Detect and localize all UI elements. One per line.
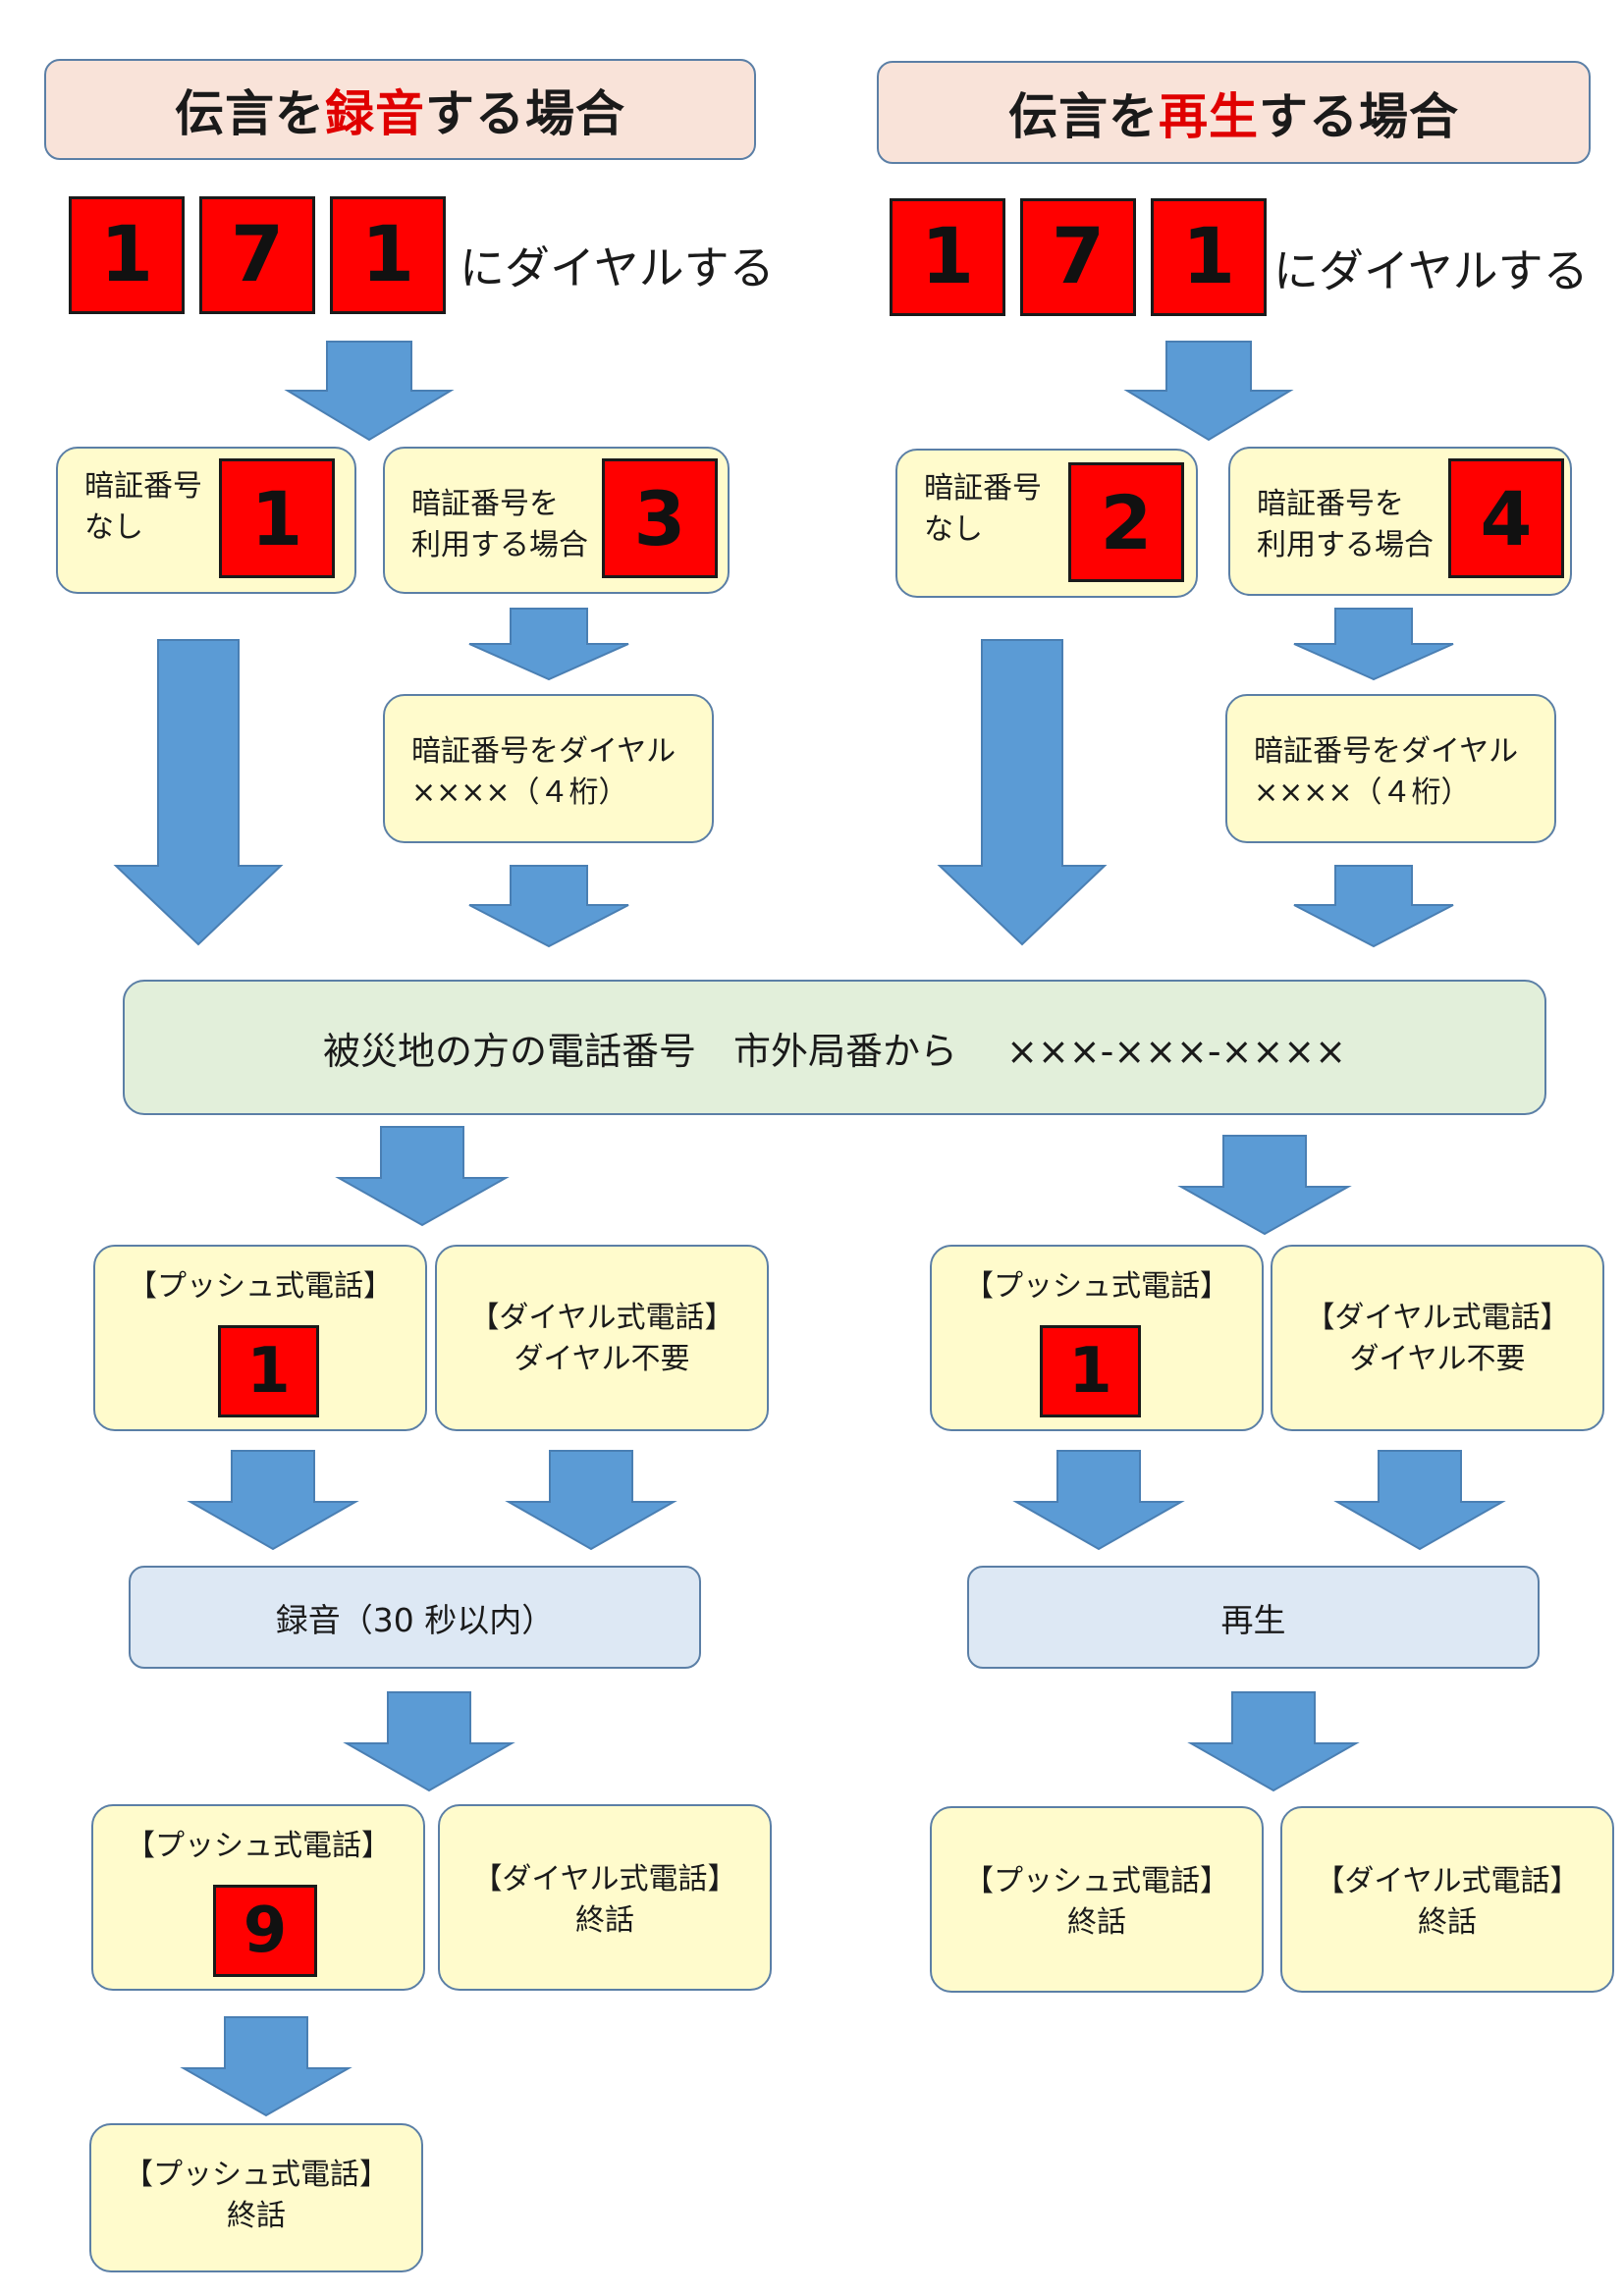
record-pin-label-1: 暗証番号を	[411, 487, 559, 521]
record-pin-dial-label-2: ××××（４桁）	[411, 775, 628, 810]
record-no-pin-label-1: 暗証番号	[84, 469, 202, 504]
arrow-down-icon	[468, 608, 629, 681]
playback-pin-key: 4	[1448, 458, 1564, 578]
playback-rotary-label-2: ダイヤル不要	[1349, 1342, 1526, 1376]
playback-push-key: 1	[1040, 1325, 1141, 1417]
record-title-highlight: 録音	[325, 84, 425, 142]
playback-end-rotary-label-2: 終話	[1418, 1905, 1477, 1940]
playback-rotary-label-1: 【ダイヤル式電話】	[1305, 1301, 1570, 1335]
arrow-down-icon	[1333, 1450, 1506, 1551]
arrow-down-icon	[505, 1450, 677, 1551]
playback-action-box: 再生	[967, 1566, 1540, 1669]
playback-dial-digit-3: 1	[1151, 198, 1267, 316]
arrow-down-icon	[937, 639, 1108, 946]
record-push-box: 【プッシュ式電話】 1	[93, 1245, 427, 1431]
playback-end-rotary-box: 【ダイヤル式電話】 終話	[1280, 1806, 1614, 1993]
arrow-down-icon	[1293, 865, 1454, 948]
record-title-post: する場合	[425, 84, 625, 142]
arrow-down-icon	[1177, 1135, 1352, 1236]
playback-end-rotary-label-1: 【ダイヤル式電話】	[1315, 1864, 1580, 1898]
record-final-push-label-1: 【プッシュ式電話】	[124, 2158, 389, 2192]
playback-end-push-label-1: 【プッシュ式電話】	[964, 1864, 1229, 1898]
playback-end-push-box: 【プッシュ式電話】 終話	[930, 1806, 1264, 1993]
record-title: 伝言を録音する場合	[44, 59, 756, 160]
record-end-rotary-box: 【ダイヤル式電話】 終話	[438, 1804, 772, 1991]
playback-title: 伝言を再生する場合	[877, 61, 1591, 164]
arrow-down-icon	[1187, 1691, 1360, 1792]
record-end-push-label: 【プッシュ式電話】	[126, 1829, 391, 1863]
record-rotary-box: 【ダイヤル式電話】 ダイヤル不要	[435, 1245, 769, 1431]
record-pin-box: 暗証番号を 利用する場合 3	[383, 447, 730, 594]
playback-title-highlight: 再生	[1159, 87, 1259, 145]
record-pin-dial-box: 暗証番号をダイヤル ××××（４桁）	[383, 694, 714, 843]
playback-pin-dial-label-2: ××××（４桁）	[1254, 775, 1471, 810]
playback-title-post: する場合	[1259, 87, 1459, 145]
arrow-down-icon	[1123, 341, 1294, 442]
record-pin-dial-label-1: 暗証番号をダイヤル	[411, 734, 677, 769]
playback-pin-box: 暗証番号を 利用する場合 4	[1228, 447, 1572, 596]
arrow-down-icon	[1012, 1450, 1185, 1551]
record-pin-label-2: 利用する場合	[411, 528, 588, 562]
playback-action-label: 再生	[1220, 1600, 1286, 1639]
record-push-label: 【プッシュ式電話】	[128, 1269, 393, 1304]
record-dial-digit-1: 1	[69, 196, 185, 314]
playback-no-pin-label-1: 暗証番号	[924, 471, 1042, 506]
record-dial-digit-3: 1	[330, 196, 446, 314]
playback-pin-dial-label-1: 暗証番号をダイヤル	[1254, 734, 1519, 769]
playback-no-pin-box: 暗証番号 なし 2	[895, 449, 1198, 598]
record-action-label: 録音（30 秒以内）	[275, 1600, 555, 1639]
record-final-push-label-2: 終話	[227, 2199, 286, 2233]
playback-dial-digit-1: 1	[890, 198, 1005, 316]
phone-number-box: 被災地の方の電話番号 市外局番から ×××-×××-××××	[123, 980, 1546, 1115]
playback-dial-text: にダイヤルする	[1273, 244, 1589, 297]
record-pin-key: 3	[602, 458, 718, 578]
record-action-box: 録音（30 秒以内）	[129, 1566, 701, 1669]
playback-push-box: 【プッシュ式電話】 1	[930, 1245, 1264, 1431]
playback-dial-digit-2: 7	[1020, 198, 1136, 316]
playback-title-pre: 伝言を	[1008, 87, 1159, 145]
record-no-pin-box: 暗証番号 なし 1	[56, 447, 356, 594]
record-end-rotary-label-1: 【ダイヤル式電話】	[472, 1862, 737, 1896]
playback-pin-dial-box: 暗証番号をダイヤル ××××（４桁）	[1225, 694, 1556, 843]
arrow-down-icon	[343, 1691, 515, 1792]
playback-rotary-box: 【ダイヤル式電話】 ダイヤル不要	[1271, 1245, 1604, 1431]
record-rotary-label-1: 【ダイヤル式電話】	[469, 1301, 734, 1335]
playback-no-pin-label-2: なし	[924, 512, 983, 547]
arrow-down-icon	[468, 865, 629, 948]
arrow-down-icon	[113, 639, 284, 946]
playback-push-label: 【プッシュ式電話】	[964, 1269, 1229, 1304]
record-end-rotary-label-2: 終話	[575, 1903, 634, 1938]
record-dial-text: にダイヤルする	[460, 241, 775, 294]
playback-end-push-label-2: 終話	[1067, 1905, 1126, 1940]
arrow-down-icon	[180, 2016, 352, 2117]
record-end-push-box: 【プッシュ式電話】 9	[91, 1804, 425, 1991]
arrow-down-icon	[1293, 608, 1454, 681]
playback-pin-label-1: 暗証番号を	[1257, 487, 1404, 521]
record-rotary-label-2: ダイヤル不要	[514, 1342, 690, 1376]
record-final-push-box: 【プッシュ式電話】 終話	[89, 2123, 423, 2272]
phone-number-text: 被災地の方の電話番号 市外局番から ×××-×××-××××	[323, 1029, 1346, 1073]
record-no-pin-label-2: なし	[84, 510, 143, 545]
record-title-pre: 伝言を	[175, 84, 325, 142]
arrow-down-icon	[284, 341, 455, 442]
playback-pin-label-2: 利用する場合	[1257, 528, 1434, 562]
record-dial-digit-2: 7	[199, 196, 315, 314]
record-end-push-key: 9	[213, 1885, 317, 1977]
arrow-down-icon	[335, 1126, 510, 1227]
record-no-pin-key: 1	[219, 458, 335, 578]
playback-no-pin-key: 2	[1068, 462, 1184, 582]
record-push-key: 1	[218, 1325, 319, 1417]
arrow-down-icon	[187, 1450, 359, 1551]
